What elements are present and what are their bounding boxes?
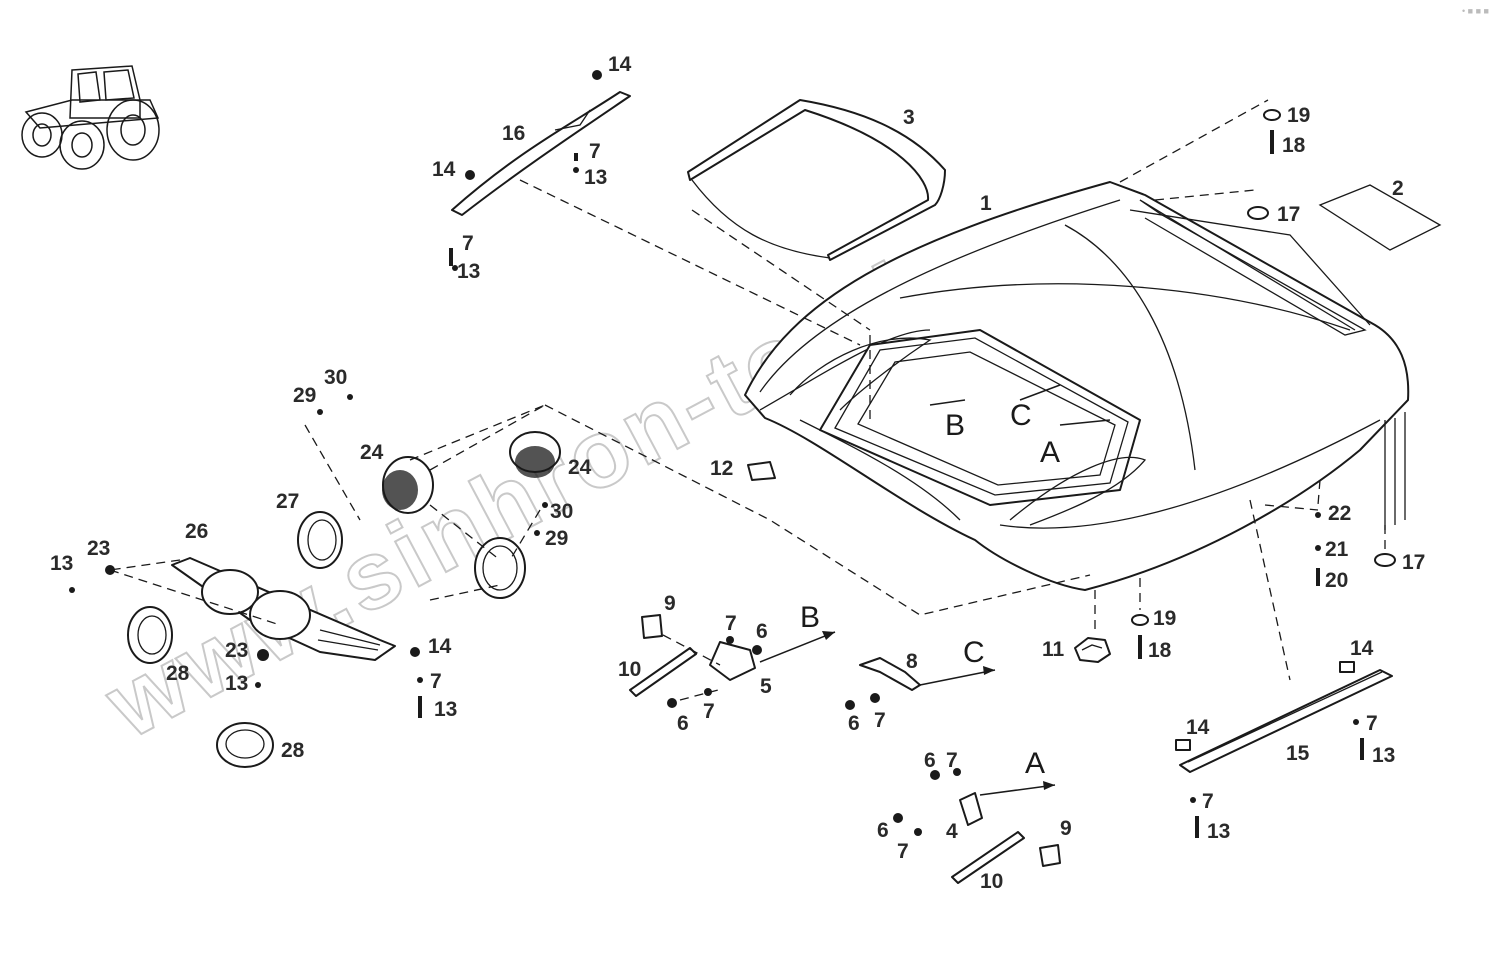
callout-13: 13 xyxy=(457,260,480,283)
callout-7: 7 xyxy=(897,840,909,863)
callout-14: 14 xyxy=(428,635,452,658)
callout-7: 7 xyxy=(874,709,886,732)
panel-part-2 xyxy=(1318,184,1442,251)
callout-30: 30 xyxy=(550,500,573,523)
clip-9b xyxy=(1039,844,1061,867)
callout-15: 15 xyxy=(1286,742,1310,765)
strut-10a xyxy=(629,647,697,697)
callout-12: 12 xyxy=(710,457,733,480)
callout-28: 28 xyxy=(166,662,190,685)
tractor-icon xyxy=(21,65,160,170)
callout-29: 29 xyxy=(293,384,316,407)
callout-9: 9 xyxy=(1060,817,1072,840)
callout-7: 7 xyxy=(462,232,474,255)
callout-17: 17 xyxy=(1402,551,1425,574)
callout-7: 7 xyxy=(430,670,442,693)
callout-7: 7 xyxy=(946,749,958,772)
corner-mark: • ■ ■ ■ xyxy=(1462,6,1489,16)
callout-2: 2 xyxy=(1392,177,1404,200)
callout-11: 11 xyxy=(1042,638,1065,661)
callout-19: 19 xyxy=(1287,104,1310,127)
lamp-24a xyxy=(382,456,434,514)
ring-28a xyxy=(127,606,173,664)
callout-3: 3 xyxy=(903,106,915,129)
clip-9a xyxy=(641,614,663,639)
hood-label-c: C xyxy=(1010,399,1032,432)
callout-14: 14 xyxy=(432,158,456,181)
callout-10: 10 xyxy=(980,870,1003,893)
bezel-27 xyxy=(297,511,343,569)
callout-7: 7 xyxy=(1202,790,1214,813)
callout-14: 14 xyxy=(608,53,632,76)
hood-label-a: A xyxy=(1040,436,1060,469)
callout-26: 26 xyxy=(185,520,208,543)
callout-21: 21 xyxy=(1325,538,1349,561)
item-12 xyxy=(747,461,776,481)
callout-6: 6 xyxy=(756,620,768,643)
callout-7: 7 xyxy=(725,612,737,635)
callout-16: 16 xyxy=(502,122,525,145)
callout-23: 23 xyxy=(87,537,110,560)
view-arrows xyxy=(759,384,1111,796)
bracket-5 xyxy=(709,641,756,681)
callout-18: 18 xyxy=(1148,639,1172,662)
callout-13: 13 xyxy=(1372,744,1395,767)
arrow-heads xyxy=(822,631,1055,790)
callout-14: 14 xyxy=(1350,637,1374,660)
callout-13: 13 xyxy=(434,698,457,721)
callout-13: 13 xyxy=(225,672,248,695)
callout-4: 4 xyxy=(946,820,958,843)
callout-7: 7 xyxy=(589,140,601,163)
callout-6: 6 xyxy=(848,712,860,735)
grommet-11 xyxy=(1074,637,1111,663)
headlight-housing xyxy=(171,557,396,661)
callout-6: 6 xyxy=(924,749,936,772)
assembly-lines xyxy=(109,99,1386,701)
callout-14: 14 xyxy=(1186,716,1210,739)
callout-10: 10 xyxy=(618,658,641,681)
callout-5: 5 xyxy=(760,675,772,698)
lamp-24b xyxy=(509,431,561,478)
hood-panel xyxy=(744,181,1410,591)
callout-6: 6 xyxy=(877,819,889,842)
callout-23: 23 xyxy=(225,639,248,662)
callout-13: 13 xyxy=(584,166,607,189)
callout-27: 27 xyxy=(276,490,299,513)
callout-13: 13 xyxy=(1207,820,1230,843)
callout-6: 6 xyxy=(677,712,689,735)
callout-24: 24 xyxy=(360,441,384,464)
callout-22: 22 xyxy=(1328,502,1351,525)
callout-24: 24 xyxy=(568,456,592,479)
callout-8: 8 xyxy=(906,650,918,673)
hood-label-b: B xyxy=(945,409,965,442)
arrow-label-c: C xyxy=(963,636,985,669)
ring-28b xyxy=(216,722,274,768)
callout-labels: 1 2 3 4 5 6 6 6 6 6 7 7 7 7 7 7 7 7 7 7 … xyxy=(50,53,1425,893)
hatch-seal xyxy=(687,99,946,261)
bezel-right xyxy=(474,537,526,599)
callout-30: 30 xyxy=(324,366,347,389)
arrow-label-b: B xyxy=(800,601,820,634)
bracket-4 xyxy=(959,792,983,826)
callout-1: 1 xyxy=(980,192,992,215)
callout-7: 7 xyxy=(703,700,715,723)
fasteners xyxy=(69,70,1396,838)
callout-9: 9 xyxy=(664,592,676,615)
arrow-label-a: A xyxy=(1025,747,1045,780)
rail-15 xyxy=(1179,669,1393,773)
callout-17: 17 xyxy=(1277,203,1300,226)
callout-7: 7 xyxy=(1366,712,1378,735)
callout-18: 18 xyxy=(1282,134,1306,157)
callout-20: 20 xyxy=(1325,569,1348,592)
callout-19: 19 xyxy=(1153,607,1176,630)
callout-13: 13 xyxy=(50,552,73,575)
strut-10b xyxy=(951,831,1025,884)
rail-16 xyxy=(451,91,631,216)
callout-28: 28 xyxy=(281,739,305,762)
callout-29: 29 xyxy=(545,527,568,550)
